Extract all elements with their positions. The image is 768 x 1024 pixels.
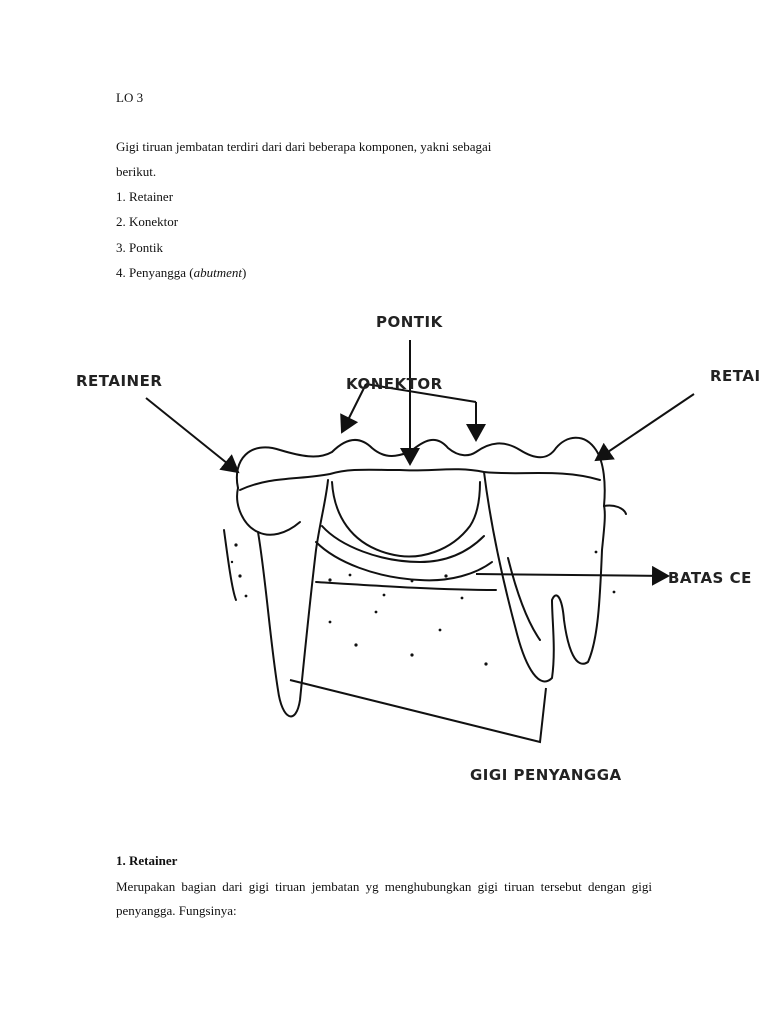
label-gigi-penyangga: GIGI PENYANGGA [470,766,622,784]
section-1-title: 1. Retainer [116,853,177,869]
intro-line-1: Gigi tiruan jembatan terdiri dari dari b… [116,139,491,155]
pontik-body [332,482,480,556]
batas-arrow [476,574,668,576]
bone-line [224,530,236,600]
component-item-retainer: 1. Retainer [116,189,173,205]
component-item-konektor: 2. Konektor [116,214,178,230]
bridge-crown-outline [237,438,605,506]
gigi-penyangga-leader [290,680,546,742]
label-retainer-left: RETAINER [76,372,162,390]
section-1-body: Merupakan bagian dari gigi tiruan jembat… [116,875,652,923]
label-pontik: PONTIK [376,313,444,331]
intro-line-2: berikut. [116,164,156,180]
retainer-right-arrow [596,394,694,460]
retainer-left-arrow [146,398,238,472]
lo-heading: LO 3 [116,90,143,106]
label-batas: BATAS CE [668,569,752,587]
label-retainer-right: RETAI [710,367,761,385]
penyangga-suffix: ) [242,265,246,280]
component-item-pontik: 3. Pontik [116,240,163,256]
penyangga-prefix: 4. Penyangga ( [116,265,194,280]
label-konektor: KONEKTOR [346,375,443,393]
abutment-term: abutment [194,265,242,280]
connector-line [240,469,600,490]
right-abutment-tooth [484,472,605,681]
left-abutment-tooth [237,480,328,716]
component-item-penyangga: 4. Penyangga (abutment) [116,265,246,281]
bridge-diagram: PONTIK RETAINER KONEKTOR RETAI BATAS CE … [0,300,768,810]
